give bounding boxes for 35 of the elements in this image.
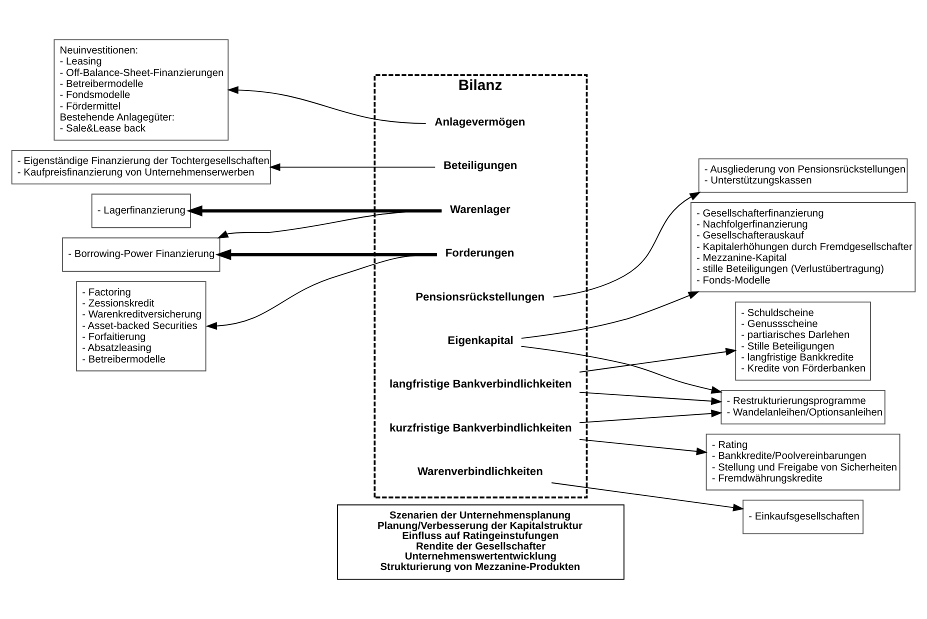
node-text: Forderungen: [445, 248, 514, 260]
node-box: - Einkaufsgesellschaften: [742, 500, 864, 534]
node-box: - Rating - Bankkredite/Poolvereinbarungen - Stellung und Freigabe von Sicherheiten - Fremdwährungskredite: [706, 434, 900, 490]
arrow: [186, 205, 442, 216]
arrow: [579, 438, 708, 456]
arrow: [217, 210, 442, 238]
arrow: [552, 192, 701, 298]
arrow: [520, 291, 700, 339]
node-box: Szenarien der Unternehmensplanung Planung/Verbesserung der Kapitalstruktur Einfluss auf Ratingeinstufungen Rendite der Gesellschafter Unternehmenswertentwicklung Strukturierung von Mezzanine-Produkten: [336, 504, 624, 580]
node-box: - Borrowing-Power Finanzierung: [62, 237, 220, 272]
node-box: - Lagerfinanzierung: [91, 194, 191, 228]
node-text: langfristige Bankverbindlichkeiten: [390, 378, 572, 391]
node-text: Eigenkapital: [448, 335, 514, 348]
arrow: [520, 346, 722, 394]
node-box: - Restrukturierungsprogramme - Wandelanleihen/Optionsanleihen: [720, 390, 886, 424]
arrow: [215, 249, 437, 260]
node-text: Beteiligungen: [444, 160, 518, 172]
node-box: - Ausgliederung von Pensionsrückstellungen - Unterstützungskassen: [698, 158, 908, 193]
arrow: [551, 482, 744, 512]
arrow: [206, 254, 438, 330]
arrow: [269, 163, 436, 172]
node-box: - Eigenständige Finanzierung der Tochtergesellschaften - Kaufpreisfinanzierung von Unternehmenserwerben: [11, 150, 271, 184]
node-box: - Gesellschafterfinanzierung - Nachfolgerfinanzierung - Gesellschafterauskauf - Kapitalerhöhungen durch Fremdgesellschafter - Mezzanine-Kapital - stille Beteiligungen (Verlustübertragung) - Fonds-Modelle: [690, 202, 916, 292]
node-text: Pensionsrückstellungen: [416, 291, 545, 304]
node-text: Anlagevermögen: [434, 116, 526, 128]
arrow: [579, 348, 737, 373]
arrow: [227, 86, 426, 124]
node-box: Neuinvestitionen: - Leasing - Off-Balance-Sheet-Finanzierungen - Betreibermodelle - Fondsmodelle - Fördermittel Bestehende Anlagegüter: - Sale&Lease back: [54, 39, 229, 141]
node-text: kurzfristige Bankverbindlichkeiten: [390, 422, 572, 434]
node-box: - Factoring - Zessionskredit - Warenkreditversicherung - Asset-backed Securities - Forfaitierung - Absatzleasing - Betreibermodelle: [76, 281, 206, 372]
arrow: [579, 410, 722, 424]
node-box: - Schuldscheine - Genussscheine - partiarisches Darlehen - Stille Beteiligungen - langfristige Bankkredite - Kredite von Förderbanken: [735, 302, 871, 381]
node-text: Warenlager: [450, 204, 510, 216]
arrow: [579, 392, 722, 406]
node-text: Warenverbindlichkeiten: [417, 466, 543, 478]
